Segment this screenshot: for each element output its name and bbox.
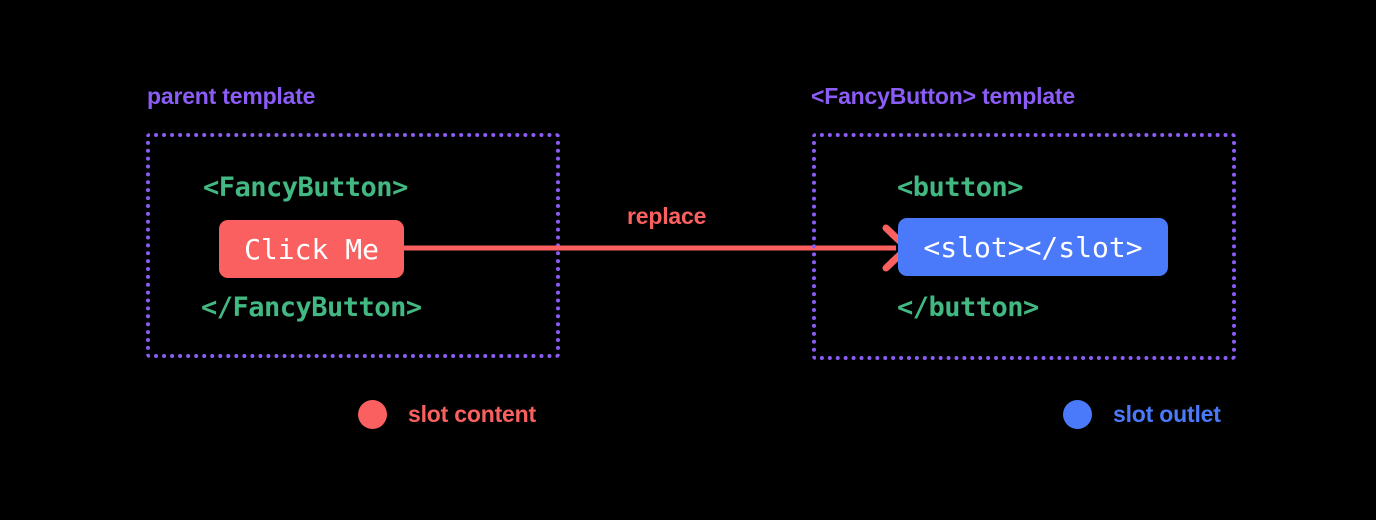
fancybutton-template-box xyxy=(812,133,1236,360)
replace-label: replace xyxy=(627,203,707,229)
legend-label-slot-content: slot content xyxy=(408,401,536,427)
circle-marker-icon xyxy=(358,400,387,429)
slot-outlet-chip[interactable]: <slot></slot> xyxy=(898,218,1168,276)
fancybutton-close-tag: </FancyButton> xyxy=(201,292,422,323)
button-close-tag: </button> xyxy=(897,292,1039,323)
legend-label-slot-outlet: slot outlet xyxy=(1113,401,1221,427)
legend-item-slot-outlet: slot outlet xyxy=(1063,400,1221,429)
parent-template-caption: parent template xyxy=(147,83,316,109)
slot-content-chip[interactable]: Click Me xyxy=(219,220,404,278)
button-open-tag: <button> xyxy=(897,172,1024,203)
fancybutton-template-caption: <FancyButton> template xyxy=(811,83,1075,109)
circle-marker-icon xyxy=(1063,400,1092,429)
legend-item-slot-content: slot content xyxy=(358,400,536,429)
fancybutton-open-tag: <FancyButton> xyxy=(203,172,408,203)
